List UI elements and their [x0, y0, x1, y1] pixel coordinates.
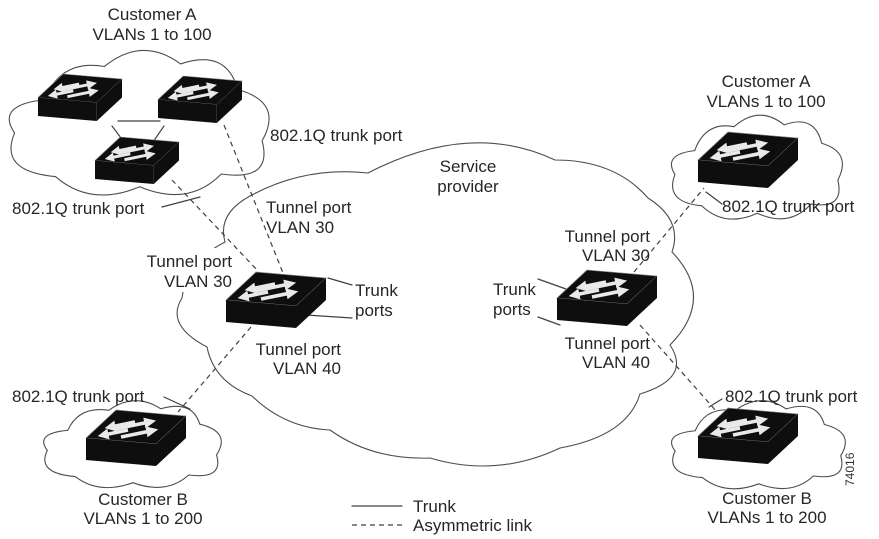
customer-a-right-vlans: VLANs 1 to 100 — [706, 92, 825, 111]
asymmetric-link-custB-right — [639, 324, 718, 413]
customer-a-right-title: Customer A — [722, 72, 811, 91]
service-provider-cloud — [176, 142, 694, 467]
leader-8021q-top-right — [705, 191, 723, 205]
label-ports-left: ports — [355, 301, 393, 320]
customer-a-left-title: Customer A — [108, 5, 197, 24]
label-vlan30-right-top: VLAN 30 — [582, 246, 650, 265]
label-tunnel-port-left: Tunnel port — [147, 252, 233, 271]
label-tunnel-port-center: Tunnel port — [266, 198, 352, 217]
label-vlan40-right-bottom: VLAN 40 — [582, 353, 650, 372]
leader-trunk-ports-left-lower — [305, 314, 353, 319]
legend-asymmetric-label: Asymmetric link — [413, 516, 533, 535]
label-8021q-trunk-port-top-right: 802.1Q trunk port — [722, 197, 855, 216]
label-tunnel-port-left-bottom: Tunnel port — [256, 340, 342, 359]
label-vlan40-left-bottom: VLAN 40 — [273, 359, 341, 378]
label-vlan30-left: VLAN 30 — [164, 272, 232, 291]
legend-trunk-label: Trunk — [413, 497, 456, 516]
label-8021q-trunk-port-bottom-left: 802.1Q trunk port — [12, 387, 145, 406]
leader-trunk-ports-left-upper — [327, 277, 353, 286]
figure-number: 74016 — [843, 452, 857, 486]
label-trunk-left: Trunk — [355, 281, 398, 300]
leader-trunk-ports-right-upper — [537, 278, 567, 290]
asymmetric-link-custB-left — [177, 326, 252, 413]
leader-trunk-ports-right-lower — [537, 316, 561, 326]
leader-8021q-top-left — [161, 196, 201, 208]
asymmetric-link-custA-right — [633, 187, 705, 273]
label-8021q-trunk-port-bottom-right: 802.1Q trunk port — [725, 387, 858, 406]
label-tunnel-port-right-bottom: Tunnel port — [565, 334, 651, 353]
service-provider-title-2: provider — [437, 177, 499, 196]
service-provider-title-1: Service — [440, 157, 497, 176]
customer-b-left-vlans: VLANs 1 to 200 — [83, 509, 202, 528]
label-vlan30-center: VLAN 30 — [266, 218, 334, 237]
legend: Trunk Asymmetric link — [351, 497, 533, 535]
label-tunnel-port-right-top: Tunnel port — [565, 227, 651, 246]
label-ports-right: ports — [493, 300, 531, 319]
customer-a-left-vlans: VLANs 1 to 100 — [92, 25, 211, 44]
label-8021q-trunk-port-top-center: 802.1Q trunk port — [270, 126, 403, 145]
customer-b-right-vlans: VLANs 1 to 200 — [707, 508, 826, 527]
label-knockout — [136, 248, 232, 292]
label-trunk-right: Trunk — [493, 280, 536, 299]
leader-8021q-bottom-left — [163, 396, 191, 410]
customer-b-right-title: Customer B — [722, 489, 812, 508]
label-8021q-trunk-port-top-left: 802.1Q trunk port — [12, 199, 145, 218]
customer-b-left-title: Customer B — [98, 490, 188, 509]
leader-8021q-bottom-right — [708, 398, 723, 408]
asymmetric-link-custA-left-2 — [171, 179, 259, 272]
